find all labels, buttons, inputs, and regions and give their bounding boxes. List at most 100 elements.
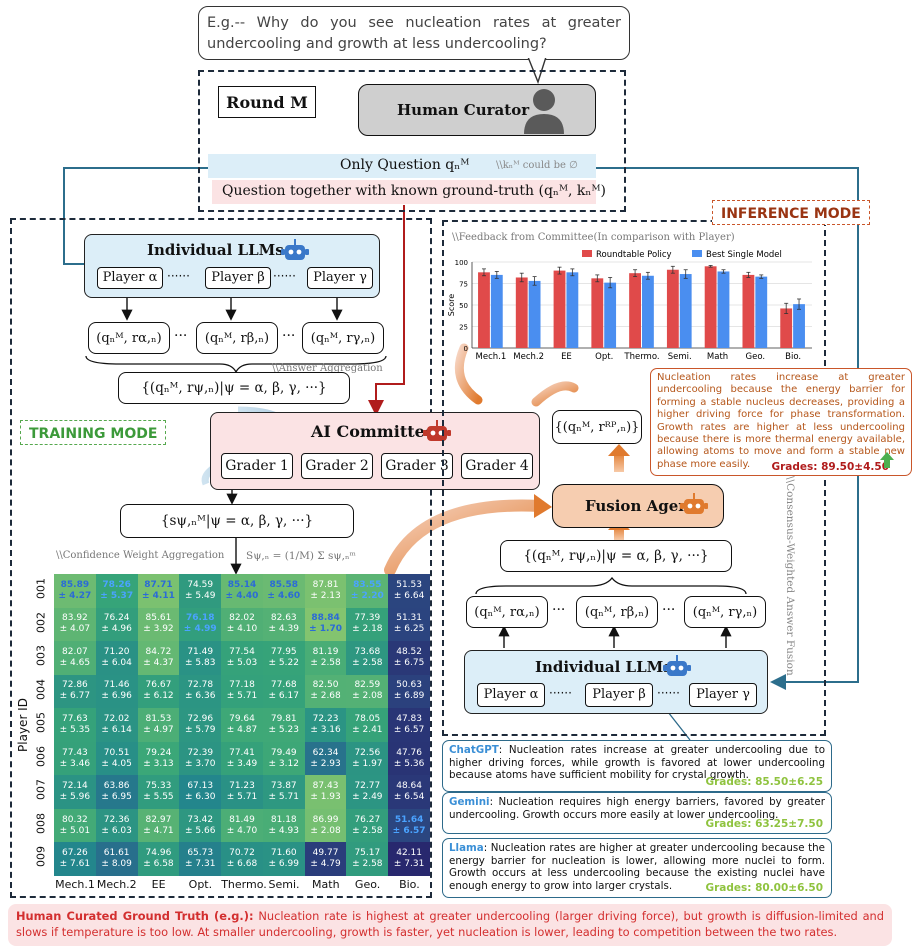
- heatmap-cell: 72.86± 6.77: [54, 674, 96, 709]
- bar: [478, 272, 490, 348]
- heatmap-mean: 77.39: [354, 613, 381, 624]
- heatmap-mean: 82.50: [312, 680, 339, 691]
- heatmap-std: ± 6.30: [184, 792, 216, 803]
- heatmap-std: ± 4.87: [226, 724, 258, 735]
- heatmap-row-label: 008: [34, 812, 48, 834]
- heatmap-std: ± 6.95: [101, 792, 132, 803]
- heatmap-cell: 77.39± 2.18: [346, 607, 389, 642]
- heatmap-mean: 72.02: [103, 713, 130, 724]
- heatmap-mean: 79.49: [270, 747, 297, 758]
- heatmap-mean: 74.59: [187, 579, 214, 590]
- heatmap-col-label: Semi.: [268, 878, 300, 891]
- grader-2[interactable]: Grader 2: [301, 453, 373, 479]
- heatmap-std: ± 6.75: [393, 657, 425, 668]
- heatmap-std: ± 5.66: [184, 825, 216, 836]
- heatmap-std: ± 3.13: [143, 758, 174, 769]
- legend-swatch: [692, 250, 702, 257]
- player-beta[interactable]: Player β: [585, 683, 653, 707]
- player-alpha[interactable]: Player α: [97, 267, 163, 289]
- heatmap-cell: 82.97± 4.71: [137, 808, 180, 843]
- heatmap-std: ± 5.22: [268, 657, 299, 668]
- heatmap-std: ± 2.58: [310, 657, 341, 668]
- chatgpt-answer-box: ChatGPT: Nucleation rates increase at gr…: [442, 740, 832, 792]
- heatmap-mean: 75.17: [354, 848, 381, 859]
- heatmap-std: ± 4.39: [268, 624, 299, 635]
- heatmap-std: ± 4.60: [267, 590, 301, 601]
- heatmap-mean: 82.02: [229, 613, 255, 624]
- x-tick-label: Mech.2: [513, 352, 544, 362]
- heatmap-std: ± 6.77: [59, 691, 91, 702]
- heatmap-mean: 81.18: [270, 814, 297, 825]
- heatmap-cell: 71.20± 6.04: [95, 641, 138, 675]
- question-bubble: E.g.-- Why do you see nucleation rates a…: [198, 6, 630, 60]
- robot-icon: [663, 655, 691, 676]
- x-tick-label: EE: [561, 352, 572, 362]
- llama-answer-box: Llama: Nucleation rates are higher at gr…: [442, 838, 832, 898]
- heatmap-std: ± 5.49: [184, 590, 216, 601]
- heatmap-mean: 77.95: [270, 646, 297, 657]
- heatmap-mean: 47.76: [396, 747, 422, 758]
- y-tick-label: 50: [459, 302, 468, 310]
- heatmap-std: ± 6.57: [392, 825, 426, 836]
- heatmap-mean: 74.96: [145, 848, 172, 859]
- x-tick-label: Geo.: [746, 352, 766, 362]
- y-tick-label: 75: [459, 281, 468, 289]
- bar: [490, 274, 503, 348]
- heatmap-mean: 42.11: [396, 848, 422, 859]
- heatmap-std: ± 5.03: [226, 657, 258, 668]
- heatmap-cell: 79.64± 4.87: [221, 708, 263, 742]
- heatmap-std: ± 3.16: [310, 724, 341, 735]
- heatmap-std: ± 6.58: [143, 859, 174, 870]
- heatmap-mean: 72.77: [354, 781, 381, 792]
- player-beta[interactable]: Player β: [205, 267, 271, 289]
- heatmap-std: ± 5.79: [184, 724, 216, 735]
- x-tick-label: Bio.: [785, 352, 801, 362]
- heatmap-std: ± 6.36: [184, 691, 216, 702]
- heatmap-cell: 82.59± 2.08: [346, 674, 389, 709]
- heatmap-cell: 80.32± 5.01: [54, 808, 96, 843]
- heatmap-mean: 82.97: [145, 814, 172, 825]
- heatmap-std: ± 5.36: [393, 758, 425, 769]
- score-set: {sψ,ₙᴹ|ψ = α, β, γ, ···}: [120, 504, 354, 538]
- heatmap-mean: 50.63: [396, 680, 422, 691]
- y-axis-label: Score: [447, 294, 456, 316]
- heatmap-mean: 51.53: [396, 579, 422, 590]
- player-gamma[interactable]: Player γ: [689, 683, 757, 707]
- heatmap-mean: 79.24: [145, 747, 172, 758]
- pair-alpha-train: (qₙᴹ, rα,ₙ): [88, 322, 170, 354]
- heatmap-cell: 73.42± 5.66: [179, 808, 222, 843]
- inference-frame: [442, 220, 826, 736]
- heatmap-mean: 76.67: [145, 680, 172, 691]
- consensus-label: \\Consensus-Weighted Answer Fusion: [784, 476, 796, 676]
- grader-3[interactable]: Grader 3: [381, 453, 453, 479]
- heatmap-cell: 71.60± 6.99: [262, 842, 305, 876]
- heatmap-mean: 48.52: [396, 646, 422, 657]
- legend-label: Best Single Model: [706, 250, 782, 260]
- grader-4[interactable]: Grader 4: [461, 453, 533, 479]
- bar: [515, 277, 528, 348]
- player-gamma[interactable]: Player γ: [307, 267, 373, 289]
- heatmap-mean: 71.60: [270, 848, 297, 859]
- heatmap-mean: 85.58: [269, 579, 298, 590]
- heatmap-cell: 79.81± 5.23: [262, 708, 305, 742]
- grader-1[interactable]: Grader 1: [221, 453, 293, 479]
- pair-beta-train: (qₙᴹ, rβ,ₙ): [196, 322, 278, 354]
- heatmap-cell: 48.64± 6.54: [388, 775, 430, 809]
- heatmap-cell: 72.36± 6.03: [95, 808, 138, 843]
- round-frame: [198, 70, 626, 212]
- player-alpha[interactable]: Player α: [477, 683, 545, 707]
- bubble-tail: [526, 56, 547, 85]
- gemini-grade: Grades: 63.25±7.50: [705, 818, 823, 831]
- heatmap-std: ± 2.58: [352, 657, 383, 668]
- heatmap-std: ± 5.37: [100, 590, 134, 601]
- heatmap-mean: 63.86: [103, 781, 130, 792]
- heatmap-col-label: Bio.: [399, 878, 420, 891]
- individual-llms-infer: Individual LLMs Player α ······ Player β…: [464, 650, 768, 714]
- heatmap-mean: 76.18: [185, 613, 215, 624]
- heatmap-cell: 51.53± 6.64: [388, 574, 430, 608]
- heatmap-std: ± 4.71: [143, 825, 174, 836]
- heatmap-mean: 76.27: [354, 814, 381, 825]
- heatmap-cell: 75.17± 2.58: [346, 842, 389, 876]
- heatmap-mean: 83.92: [62, 613, 88, 624]
- training-frame: [10, 218, 432, 898]
